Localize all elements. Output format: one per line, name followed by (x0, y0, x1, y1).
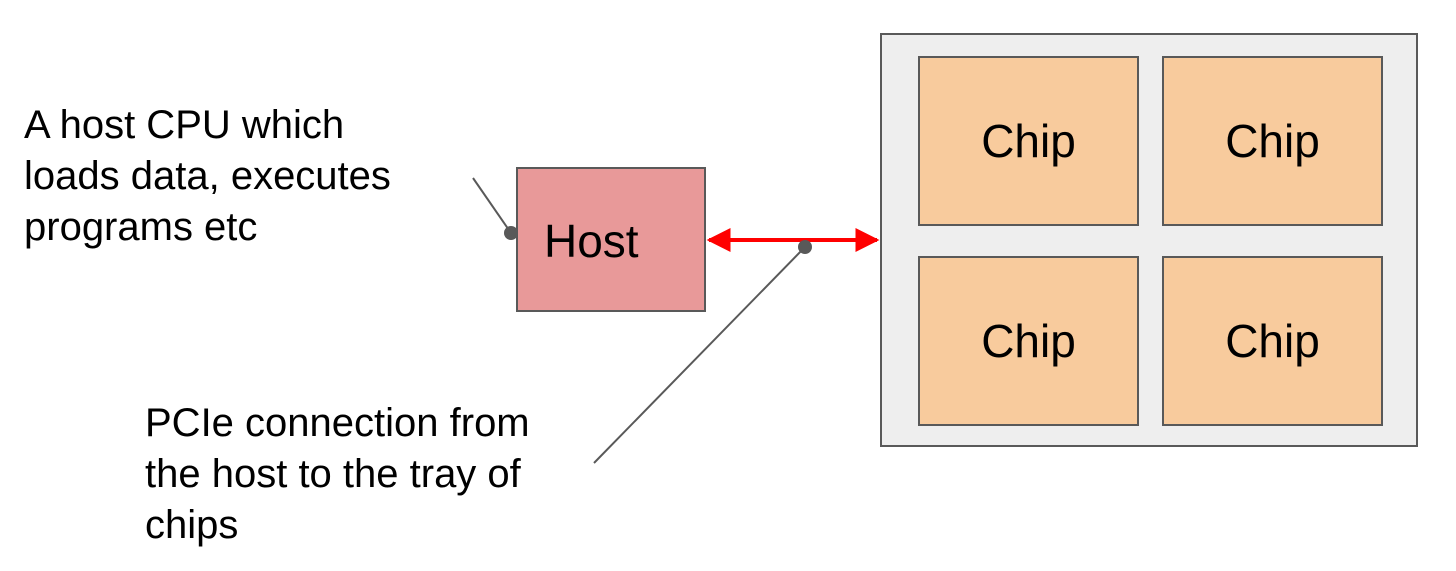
host-label: Host (544, 215, 639, 267)
chip-label: Chip (981, 315, 1076, 367)
host-note-anchor-dot (504, 226, 518, 240)
chip-label: Chip (1225, 315, 1320, 367)
chip-box: Chip (918, 56, 1139, 226)
chip-tray: Chip Chip Chip Chip (880, 33, 1418, 447)
pcie-note-leader-line (593, 246, 806, 464)
pcie-connection-annotation: PCIe connection from the host to the tra… (145, 401, 530, 547)
pcie-note-anchor-dot (798, 240, 812, 254)
chip-label: Chip (1225, 115, 1320, 167)
chip-box: Chip (1162, 56, 1383, 226)
chip-label: Chip (981, 115, 1076, 167)
host-note-leader-line (472, 177, 512, 234)
host-box: Host (516, 167, 706, 312)
host-cpu-annotation: A host CPU which loads data, executes pr… (24, 103, 391, 249)
chip-box: Chip (918, 256, 1139, 426)
chip-box: Chip (1162, 256, 1383, 426)
